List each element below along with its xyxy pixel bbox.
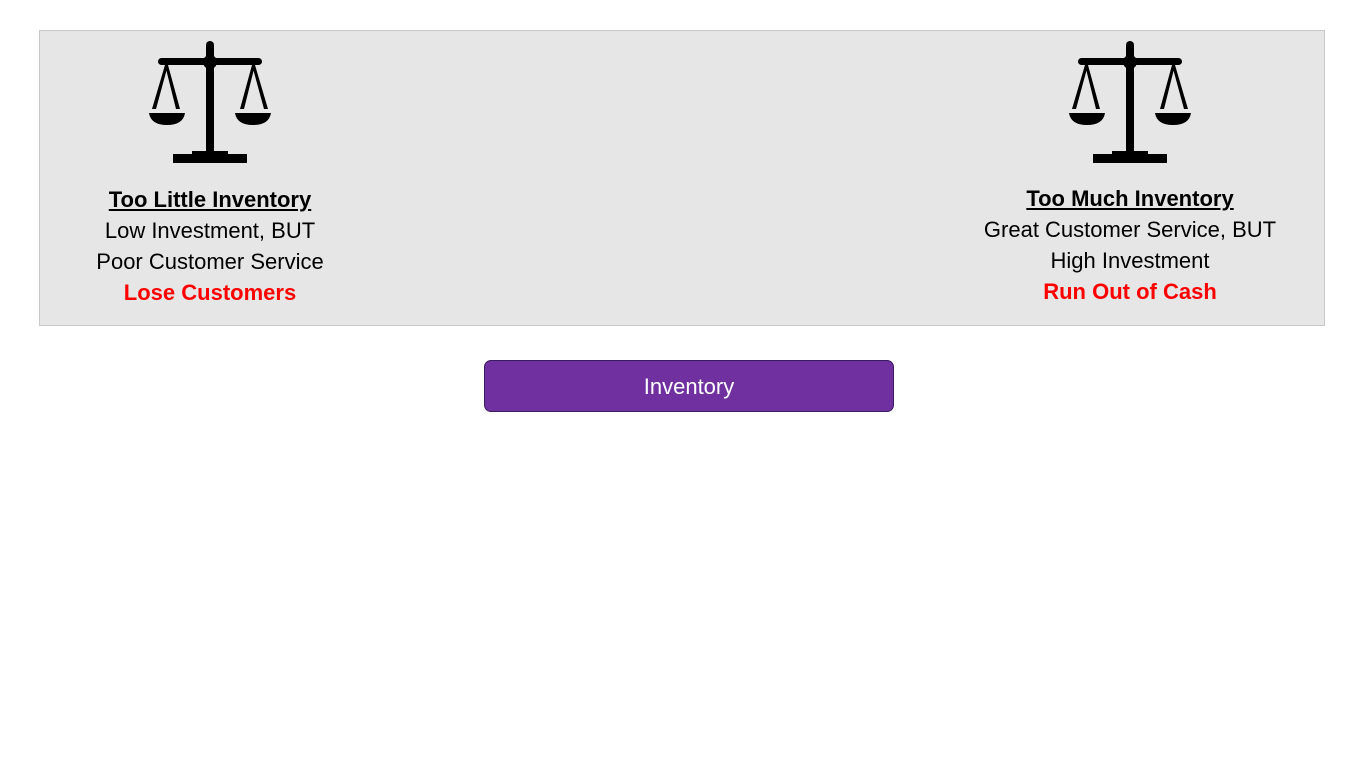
balance-scale-icon (149, 41, 271, 163)
balance-scale-icon (1069, 41, 1191, 163)
too-much-inventory-group: Too Much Inventory Great Customer Servic… (950, 41, 1310, 307)
high-investment-text: High Investment (1050, 248, 1210, 273)
inventory-box: Inventory (484, 360, 894, 412)
too-little-inventory-heading: Too Little Inventory (108, 187, 312, 212)
run-out-of-cash-text: Run Out of Cash (1043, 279, 1217, 304)
low-investment-text: Low Investment, BUT (104, 218, 316, 243)
poor-customer-service-text: Poor Customer Service (96, 249, 324, 274)
too-much-inventory-heading: Too Much Inventory (1026, 186, 1234, 211)
comparison-panel: Too Little Inventory Low Investment, BUT… (39, 30, 1325, 326)
too-little-inventory-group: Too Little Inventory Low Investment, BUT… (92, 41, 328, 308)
great-customer-service-text: Great Customer Service, BUT (983, 217, 1277, 242)
lose-customers-text: Lose Customers (123, 280, 297, 305)
